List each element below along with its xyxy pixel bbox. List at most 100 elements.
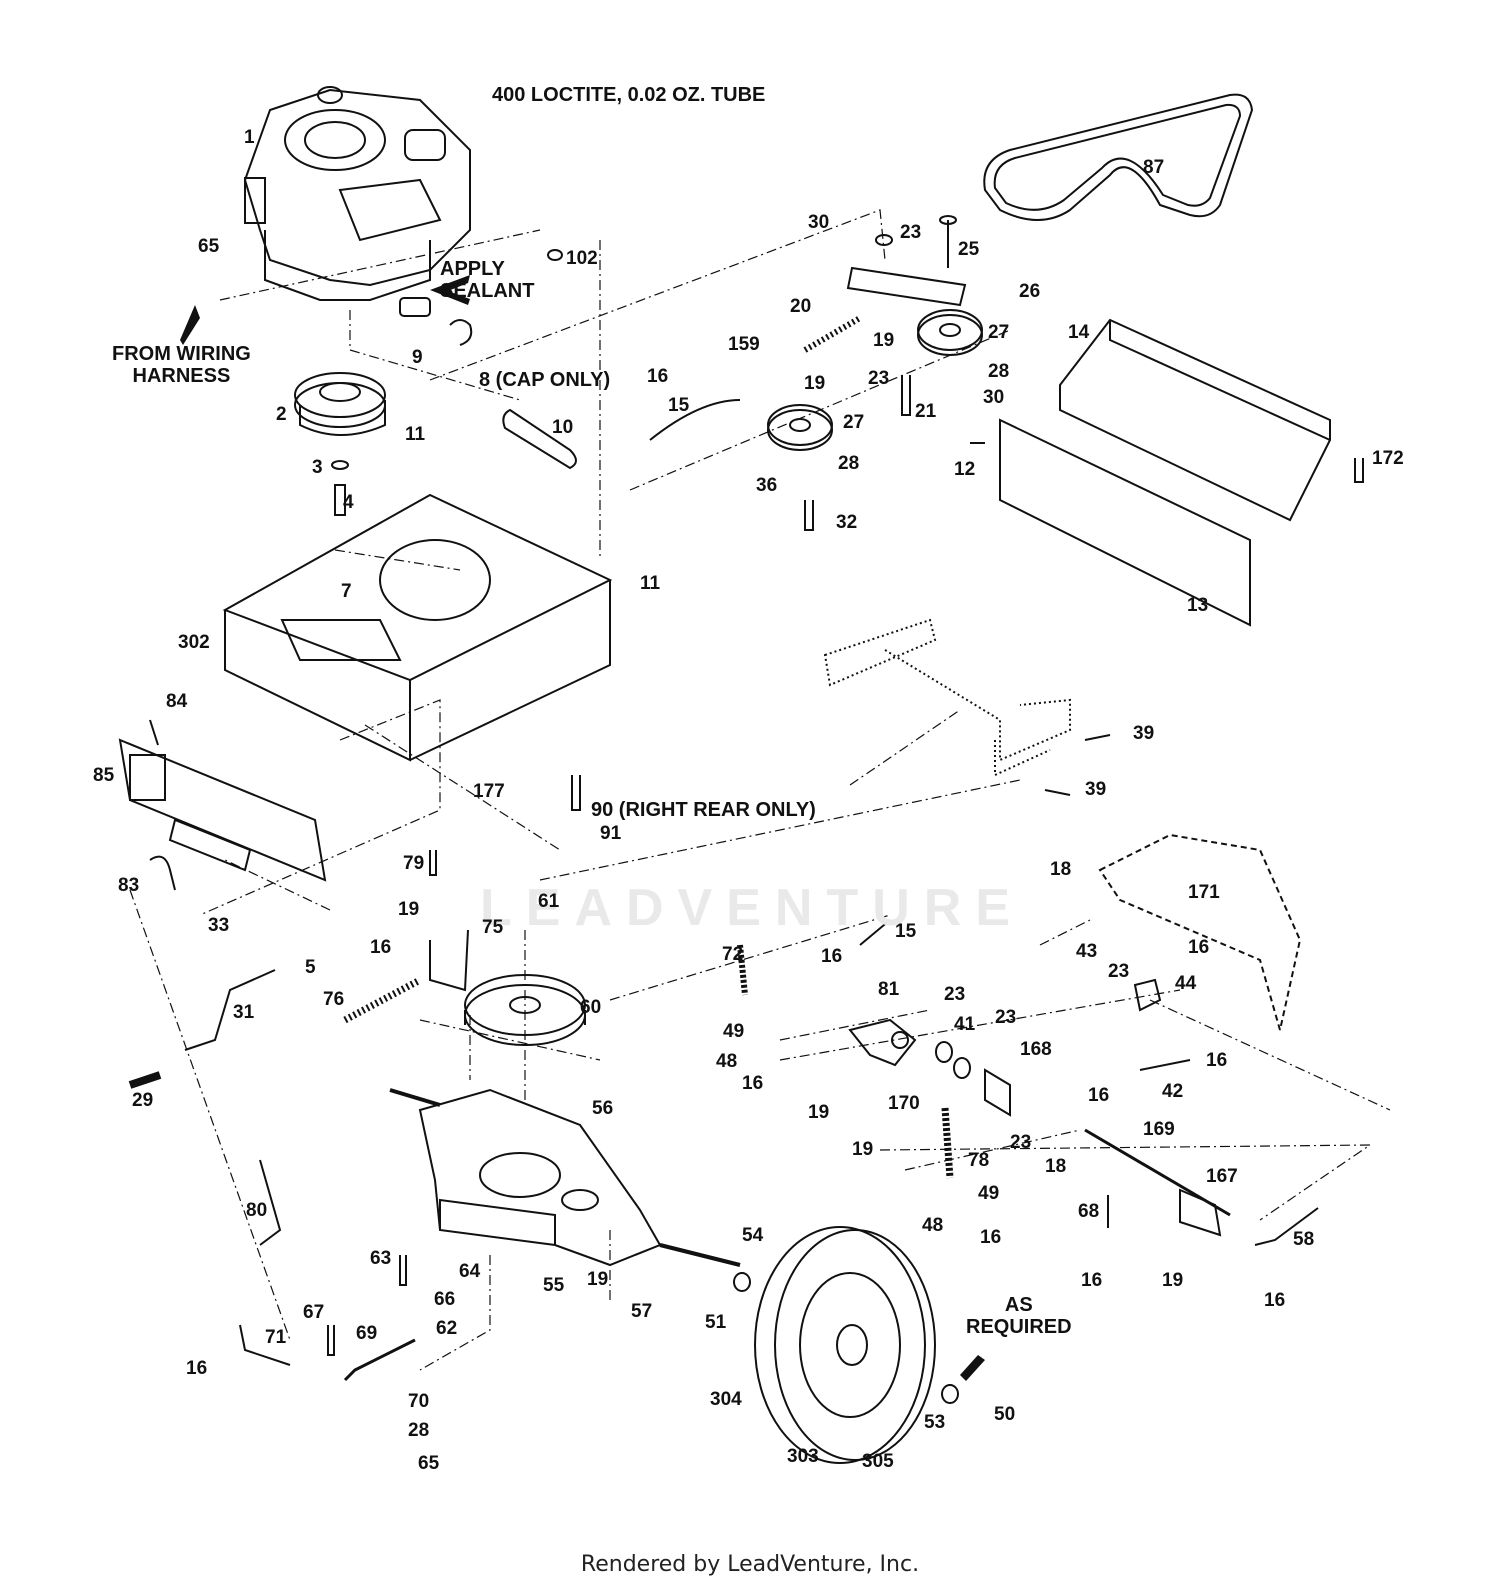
right-rear-only-note: 90 (RIGHT REAR ONLY) <box>591 799 816 821</box>
transaxle-part <box>389 1088 741 1267</box>
callout: 49 <box>723 1021 745 1042</box>
callout: 171 <box>1188 882 1220 903</box>
callout: 44 <box>1175 973 1197 994</box>
callout: 30 <box>808 212 830 233</box>
callout: 169 <box>1143 1119 1175 1140</box>
callout: 68 <box>1078 1201 1100 1222</box>
watermark: LEADVENTURE <box>480 879 1025 937</box>
callout: 28 <box>408 1420 430 1441</box>
callout: 1 <box>244 127 255 148</box>
callout: 16 <box>742 1073 764 1094</box>
callout: 79 <box>403 853 425 874</box>
callout: 41 <box>954 1014 976 1035</box>
callout: 39 <box>1085 779 1107 800</box>
callout: 18 <box>1050 859 1072 880</box>
callout: 20 <box>790 296 812 317</box>
callout: 70 <box>408 1391 430 1412</box>
callout: 60 <box>580 997 602 1018</box>
callout: 16 <box>370 937 392 958</box>
callout: 72 <box>722 944 744 965</box>
callout: 55 <box>543 1275 565 1296</box>
callout: 159 <box>728 334 760 355</box>
callout: 177 <box>473 781 505 802</box>
callout: 28 <box>838 453 860 474</box>
callout: 18 <box>1045 1156 1067 1177</box>
from-wiring-harness-note: FROM WIRING HARNESS <box>112 343 251 387</box>
callout: 172 <box>1372 448 1404 469</box>
as-required-note: AS REQUIRED <box>966 1294 1072 1338</box>
callout: 33 <box>208 915 230 936</box>
wheel-part <box>733 1226 959 1464</box>
callout: 54 <box>742 1225 764 1246</box>
callout: 19 <box>1162 1270 1184 1291</box>
callout: 42 <box>1162 1081 1184 1102</box>
callout: 16 <box>1081 1270 1103 1291</box>
callout: 65 <box>418 1453 440 1474</box>
callout: 43 <box>1076 941 1098 962</box>
callout: 9 <box>412 347 423 368</box>
callout: 81 <box>878 979 900 1000</box>
callout: 63 <box>370 1248 392 1269</box>
callout: 66 <box>434 1289 456 1310</box>
callout: 84 <box>166 691 188 712</box>
cap-only-note: 8 (CAP ONLY) <box>479 369 611 391</box>
callout: 16 <box>980 1227 1002 1248</box>
callout: 16 <box>1188 937 1210 958</box>
callout: 67 <box>303 1302 325 1323</box>
callout: 102 <box>566 248 598 269</box>
callout: 16 <box>1206 1050 1228 1071</box>
callout: 23 <box>995 1007 1017 1028</box>
callout: 28 <box>988 361 1010 382</box>
callout: 53 <box>924 1412 946 1433</box>
callout: 27 <box>988 322 1010 343</box>
callout: 10 <box>552 417 574 438</box>
callout: 11 <box>405 424 426 445</box>
callout: 32 <box>836 512 858 533</box>
callout: 36 <box>756 475 778 496</box>
apply-sealant-note: APPLY SEALANT <box>440 258 535 302</box>
callout: 23 <box>1010 1132 1032 1153</box>
callout: 16 <box>821 946 843 967</box>
callout: 26 <box>1019 281 1041 302</box>
callout: 23 <box>900 222 922 243</box>
callout: 167 <box>1206 1166 1238 1187</box>
callout: 39 <box>1133 723 1155 744</box>
callout: 19 <box>804 373 826 394</box>
callout: 71 <box>265 1327 287 1348</box>
callout: 23 <box>1108 961 1130 982</box>
callout: 7 <box>341 581 352 602</box>
callout: 170 <box>888 1093 920 1114</box>
callout: 14 <box>1068 322 1090 343</box>
callout: 19 <box>852 1139 874 1160</box>
callout: 80 <box>246 1200 268 1221</box>
callout: 78 <box>968 1150 990 1171</box>
callout: 64 <box>459 1261 481 1282</box>
callout: 25 <box>958 239 980 260</box>
callout: 11 <box>640 573 661 594</box>
callout: 27 <box>843 412 865 433</box>
callout: 5 <box>305 957 316 978</box>
callout: 23 <box>868 368 890 389</box>
callout: 57 <box>631 1301 653 1322</box>
callout: 19 <box>587 1269 609 1290</box>
callout: 19 <box>808 1102 830 1123</box>
callout: 302 <box>178 632 210 653</box>
callout: 65 <box>198 236 220 257</box>
callout: 48 <box>716 1051 738 1072</box>
callout: 83 <box>118 875 140 896</box>
callout: 76 <box>323 989 345 1010</box>
callout: 303 <box>787 1446 819 1467</box>
callout: 49 <box>978 1183 1000 1204</box>
footer-credit: Rendered by LeadVenture, Inc. <box>580 1552 920 1577</box>
callout: 50 <box>994 1404 1016 1425</box>
callout: 4 <box>343 492 354 513</box>
callout: 23 <box>944 984 966 1005</box>
callout: 305 <box>862 1451 894 1472</box>
loctite-note: 400 LOCTITE, 0.02 OZ. TUBE <box>492 84 766 106</box>
callout: 16 <box>186 1358 208 1379</box>
callout: 48 <box>922 1215 944 1236</box>
callout: 2 <box>276 404 287 425</box>
callout: 19 <box>873 330 895 351</box>
